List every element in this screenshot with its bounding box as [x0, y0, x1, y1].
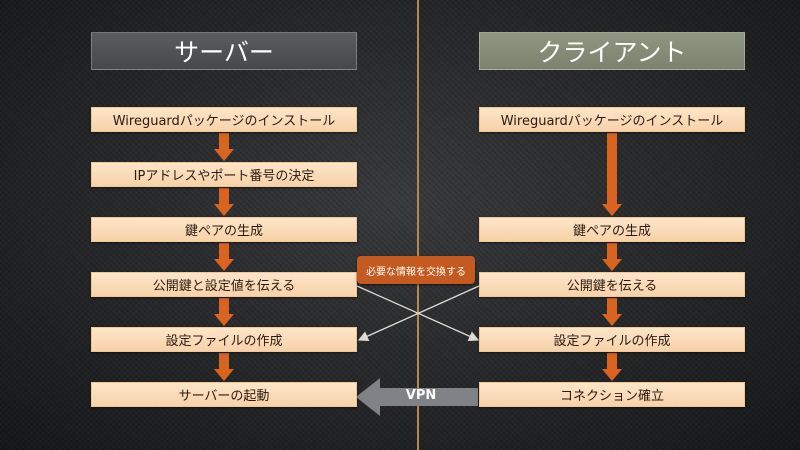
- server-step-start: サーバーの起動: [91, 382, 357, 407]
- server-step-ip-port: IPアドレスやポート番号の決定: [91, 162, 357, 187]
- client-arrow-1: [602, 133, 622, 216]
- client-step-config: 設定ファイルの作成: [479, 327, 745, 352]
- center-divider: [417, 0, 419, 450]
- server-arrow-1: [214, 133, 234, 161]
- server-arrow-5: [214, 353, 234, 381]
- server-step-config: 設定ファイルの作成: [91, 327, 357, 352]
- exchange-line-client-to-server: [357, 285, 480, 342]
- vpn-arrow: [356, 378, 478, 416]
- server-step-install: Wireguardパッケージのインストール: [91, 107, 357, 132]
- server-step-keygen: 鍵ペアの生成: [91, 217, 357, 242]
- client-step-share-pubkey: 公開鍵を伝える: [479, 272, 745, 297]
- client-step-connect: コネクション確立: [479, 382, 745, 407]
- client-arrow-3: [602, 298, 622, 326]
- client-arrow-4: [602, 353, 622, 381]
- client-step-install: Wireguardパッケージのインストール: [479, 107, 745, 132]
- server-arrow-3: [214, 243, 234, 271]
- client-header: クライアント: [479, 32, 745, 70]
- exchange-callout: 必要な情報を交換する: [357, 256, 475, 284]
- client-step-keygen: 鍵ペアの生成: [479, 217, 745, 242]
- server-arrow-4: [214, 298, 234, 326]
- server-arrow-2: [214, 188, 234, 216]
- server-step-share-pubkey: 公開鍵と設定値を伝える: [91, 272, 357, 297]
- server-header: サーバー: [91, 32, 357, 70]
- vpn-label: VPN: [405, 388, 437, 403]
- client-arrow-2: [602, 243, 622, 271]
